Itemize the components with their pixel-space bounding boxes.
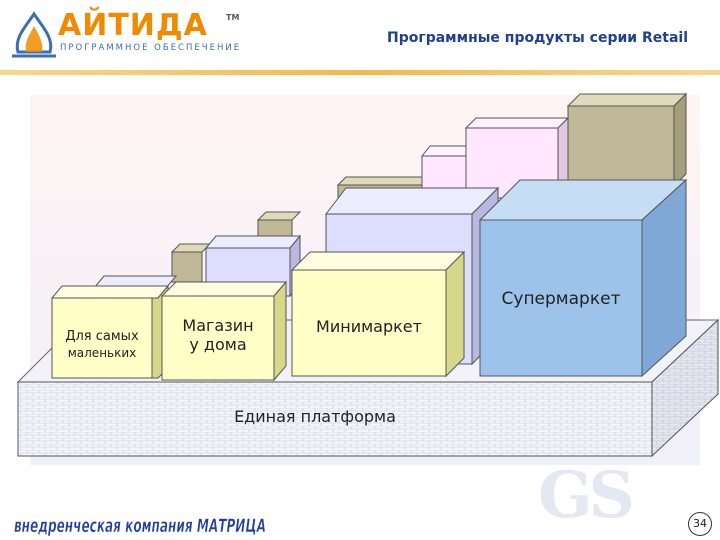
product-box-shop bbox=[160, 280, 288, 382]
product-diagram bbox=[16, 92, 720, 465]
slide-title: Программные продукты серии Retail bbox=[387, 30, 688, 46]
product-label-minimarket: Минимаркет bbox=[292, 317, 446, 336]
product-label-small: Для самых маленьких bbox=[52, 328, 152, 362]
logo-wordmark: АЙТИДА bbox=[58, 8, 208, 43]
footer-brand-logo: внедренческая компания МАТРИЦА bbox=[14, 515, 266, 537]
logo-emblem-icon bbox=[12, 11, 56, 58]
logo-trademark: TM bbox=[226, 13, 240, 22]
product-label-supermarket: Супермаркет bbox=[480, 289, 642, 309]
product-label-small-line2: маленьких bbox=[67, 346, 137, 360]
header-divider bbox=[0, 70, 720, 75]
product-label-minimarket-line1: Минимаркет bbox=[316, 317, 422, 336]
product-box-minimarket bbox=[290, 250, 466, 378]
page-number: 34 bbox=[688, 512, 712, 536]
product-label-shop-line2: у дома bbox=[189, 335, 247, 354]
footer-brand-text: внедренческая компания МАТРИЦА bbox=[14, 515, 266, 537]
product-box-supermarket bbox=[478, 178, 688, 378]
block-khaki-4 bbox=[566, 92, 688, 188]
platform-label: Единая платформа bbox=[234, 407, 396, 426]
product-label-supermarket-line1: Супермаркет bbox=[501, 289, 621, 309]
product-label-shop-line1: Магазин bbox=[182, 316, 254, 335]
product-label-small-line1: Для самых bbox=[65, 329, 139, 344]
header: АЙТИДА TM ПРОГРАММНОЕ ОБЕСПЕЧЕНИЕ Програ… bbox=[0, 0, 720, 75]
company-logo bbox=[12, 11, 56, 58]
logo-subtitle: ПРОГРАММНОЕ ОБЕСПЕЧЕНИЕ bbox=[60, 43, 242, 53]
watermark-logo-icon: GS bbox=[538, 458, 635, 533]
product-label-shop: Магазин у дома bbox=[162, 316, 274, 354]
